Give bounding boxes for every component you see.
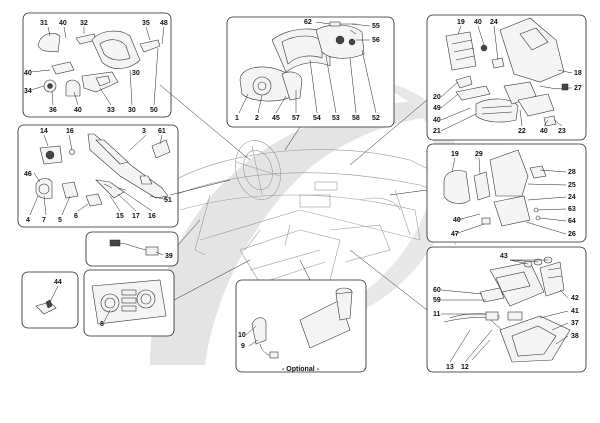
panel-climate-control [83,259,251,337]
panel-upper-left [22,12,251,161]
callout-label: 40 [433,117,441,124]
panel-optional [235,259,367,373]
panel-instrument-cluster [226,16,395,151]
panel-middle-left [17,124,231,228]
callout-label: 7 [42,217,46,224]
callout-label: 17 [132,213,140,220]
callout-label: 22 [518,128,526,135]
callout-label: 64 [568,218,576,225]
callout-label: 19 [457,19,465,26]
callout-label: 6 [74,213,78,220]
callout-label: 39 [165,253,173,260]
callout-label: 23 [558,128,566,135]
callout-label: 57 [292,115,300,122]
callout-label: 32 [80,20,88,27]
callout-label: 13 [446,364,454,371]
callout-label: 16 [148,213,156,220]
callout-label: 56 [372,37,380,44]
callout-label: 33 [107,107,115,114]
optional-caption: - Optional - [282,366,320,373]
callout-label: 30 [132,70,140,77]
callout-label: 26 [568,231,576,238]
callout-label: 53 [332,115,340,122]
callout-label: 63 [568,206,576,213]
callout-label: 45 [272,115,280,122]
callout-label: 37 [571,320,579,327]
callout-label: 20 [433,94,441,101]
callout-label: 24 [568,194,576,201]
callout-label: 43 [500,253,508,260]
callout-label: 19 [451,151,459,158]
callout-label: 61 [158,128,166,135]
callout-label: 35 [142,20,150,27]
callout-label: 48 [160,20,168,27]
callout-label: 40 [24,70,32,77]
callout-label: 11 [433,311,441,318]
watermark-swoosh [150,80,478,365]
panel-upper-right [349,14,587,166]
callout-label: 10 [238,332,246,339]
panel-clip [21,271,79,329]
callout-label: 5 [58,217,62,224]
callout-labels: 31 40 32 35 48 40 34 36 40 33 30 50 30 1… [24,19,582,373]
callout-label: 50 [150,107,158,114]
callout-label: 52 [372,115,380,122]
callout-label: 40 [540,128,548,135]
callout-label: 58 [352,115,360,122]
callout-label: 25 [568,182,576,189]
callout-label: 2 [255,115,259,122]
callout-label: 29 [475,151,483,158]
callout-label: 46 [24,171,32,178]
panel-center-console [349,246,587,373]
callout-leaders [29,21,573,363]
callout-label: 4 [26,217,30,224]
callout-label: 47 [451,231,459,238]
callout-label: 41 [571,308,579,315]
callout-label: 38 [571,333,579,340]
callout-label: 44 [54,279,62,286]
callout-label: 49 [433,105,441,112]
callout-label: 27 [574,85,582,92]
callout-label: 14 [40,128,48,135]
callout-label: 55 [372,23,380,30]
callout-label: 60 [433,287,441,294]
car-interior-sketch [174,140,461,301]
callout-label: 54 [313,115,321,122]
panel-connector [85,219,201,267]
callout-label: 31 [40,20,48,27]
callout-label: 59 [433,297,441,304]
callout-label: 24 [490,19,498,26]
callout-label: 40 [74,107,82,114]
callout-label: 16 [66,128,74,135]
callout-label: 8 [100,321,104,328]
callout-label: 40 [474,19,482,26]
callout-label: 12 [461,364,469,371]
callout-label: 1 [235,115,239,122]
callout-label: 36 [49,107,57,114]
callout-label: 3 [142,128,146,135]
callout-label: 21 [433,128,441,135]
callout-label: 30 [128,107,136,114]
callout-label: 9 [241,343,245,350]
callout-label: 40 [453,217,461,224]
callout-label: 40 [59,20,67,27]
callout-label: 51 [164,197,172,204]
callout-label: 42 [571,295,579,302]
callout-label: 18 [574,70,582,77]
callout-label: 15 [116,213,124,220]
callout-label: 34 [24,88,32,95]
callout-label: 62 [304,19,312,26]
callout-label: 28 [568,169,576,176]
